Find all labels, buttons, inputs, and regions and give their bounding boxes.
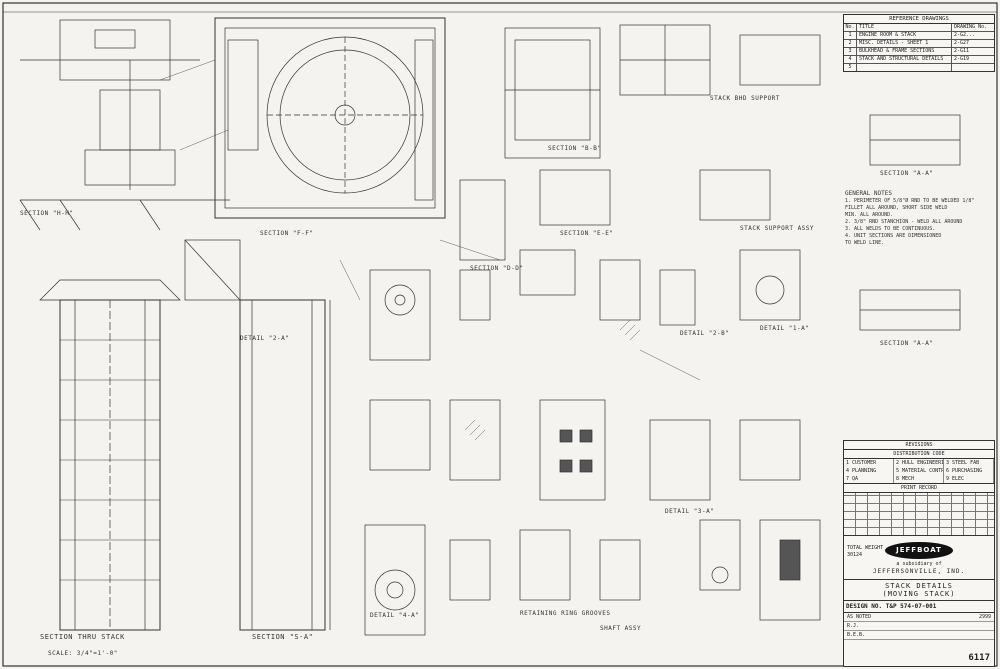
distribution-header: DISTRIBUTION CODE <box>844 450 994 459</box>
note-line: FILLET ALL AROUND, SHORT SIDE WELD <box>845 205 948 211</box>
label-shaft: SHAFT ASSY <box>600 625 642 632</box>
print-record-header: PRINT RECORD <box>844 484 994 493</box>
note-line: 3. ALL WELDS TO BE CONTINUOUS. <box>845 226 936 232</box>
label-section-aa: SECTION "A-A" <box>880 170 934 177</box>
label-detail-1a: DETAIL "1-A" <box>760 325 810 332</box>
drawing-title: STACK DETAILS (MOVING STACK) <box>844 579 994 600</box>
print-record-grid <box>844 493 994 536</box>
label-section-dd: SECTION "D-D" <box>470 265 524 272</box>
label-section-hh: SECTION "H-H" <box>20 210 74 217</box>
table-row: 5 <box>844 64 994 71</box>
label-section-aa-2: SECTION "A-A" <box>880 340 934 347</box>
total-weight: TOTAL WEIGHT 30124 <box>847 545 884 558</box>
notes-title: GENERAL NOTES <box>845 190 892 197</box>
design-number: DESIGN NO. T&P 574-07-001 <box>844 600 994 613</box>
general-notes: GENERAL NOTES 1. PERIMETER OF 5/8"Ø RND … <box>845 190 990 247</box>
label-stack-sub: STACK SUPPORT ASSY <box>740 225 815 232</box>
label-section-thru: SECTION THRU STACK <box>40 633 125 641</box>
label-scale: SCALE: 3/4"=1'-0" <box>48 650 118 657</box>
reference-title: REFERENCE DRAWINGS <box>844 15 994 24</box>
jeffboat-logo: JEFFBOAT <box>885 542 953 559</box>
note-line: 4. UNIT SECTIONS ARE DIMENSIONED <box>845 233 942 239</box>
label-stack-bhd: STACK BHD SUPPORT <box>710 95 780 102</box>
note-line: 1. PERIMETER OF 5/8"Ø RND TO BE WELDED 1… <box>845 198 975 204</box>
label-detail-2a: DETAIL "2-A" <box>240 335 290 342</box>
reference-header-row: No. TITLE DRAWING No. <box>844 24 994 32</box>
label-section-sa: SECTION "S-A" <box>252 633 314 641</box>
label-detail-2b: DETAIL "2-B" <box>680 330 730 337</box>
company-location: JEFFERSONVILLE, IND. <box>872 568 966 575</box>
label-detail-3a: DETAIL "3-A" <box>665 508 715 515</box>
label-section-bb: SECTION "B-B" <box>548 145 602 152</box>
reference-drawings-table: REFERENCE DRAWINGS No. TITLE DRAWING No.… <box>843 14 995 72</box>
subsidiary-text: a subsidiary of <box>896 561 942 567</box>
sheet-number: 6117 <box>968 653 990 663</box>
note-line: 2. 3/8" RND STANCHION - WELD ALL AROUND <box>845 219 963 225</box>
label-section-ff: SECTION "F-F" <box>260 230 314 237</box>
note-line: MIN. ALL AROUND. <box>845 212 894 218</box>
note-line: TO WELD LINE. <box>845 240 885 246</box>
label-retaining: RETAINING RING GROOVES <box>520 610 611 617</box>
label-detail-4a: DETAIL "4-A" <box>370 612 420 619</box>
label-section-ee: SECTION "E-E" <box>560 230 614 237</box>
revisions-header: REVISIONS <box>844 441 994 450</box>
